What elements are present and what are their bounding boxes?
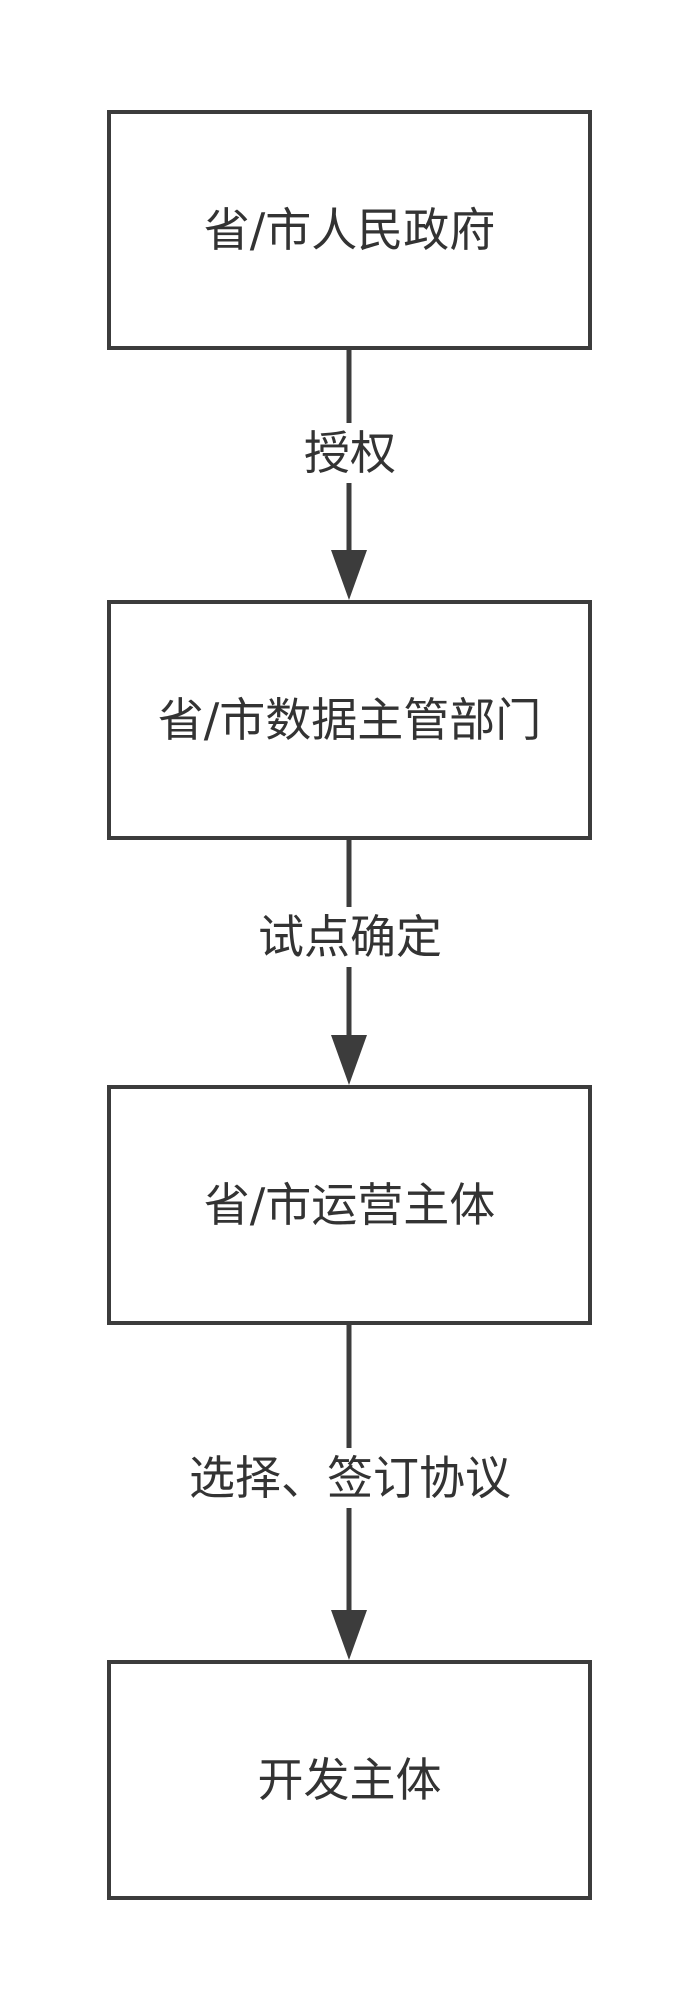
arrowhead-2 — [331, 1035, 367, 1085]
node-label: 省/市数据主管部门 — [157, 693, 542, 747]
node-operating-entity: 省/市运营主体 — [107, 1085, 592, 1325]
node-provincial-government: 省/市人民政府 — [107, 110, 592, 350]
node-development-entity: 开发主体 — [107, 1660, 592, 1900]
node-label: 省/市人民政府 — [203, 203, 496, 257]
arrowhead-1 — [331, 550, 367, 600]
node-label: 省/市运营主体 — [203, 1178, 496, 1232]
node-label: 开发主体 — [257, 1753, 442, 1807]
arrowhead-3 — [331, 1610, 367, 1660]
node-data-authority: 省/市数据主管部门 — [107, 600, 592, 840]
